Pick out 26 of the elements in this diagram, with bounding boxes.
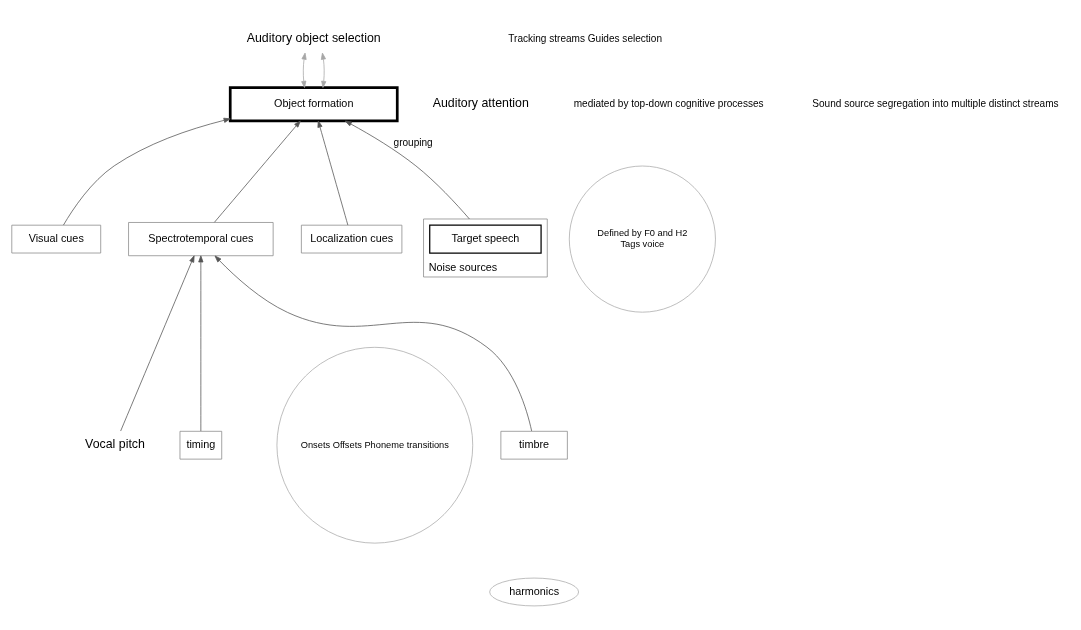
edge-label: grouping	[393, 136, 433, 148]
node-box: Target speech	[429, 224, 542, 254]
arrow	[120, 254, 195, 431]
node-ellipse: harmonics	[489, 577, 579, 606]
arrow	[214, 120, 301, 223]
label: Tracking streams Guides selection	[508, 32, 663, 44]
arrow	[320, 52, 327, 88]
node-circle: Onsets Offsets Phoneme transitions	[276, 346, 474, 543]
arrow	[214, 255, 533, 431]
label: mediated by top-down cognitive processes	[573, 97, 764, 109]
label: Sound source segregation into multiple distinct streams	[812, 97, 1059, 109]
arrow	[198, 254, 204, 431]
arrow	[317, 120, 349, 225]
node-text: Vocal pitch	[85, 436, 145, 451]
arrow	[301, 52, 307, 88]
arrow	[344, 120, 470, 219]
node-box: Object formation	[228, 85, 399, 122]
node-box: timing	[179, 430, 223, 460]
node-circle: Defined by F0 and H2 Tags voice	[568, 165, 716, 313]
node-box: Spectrotemporal cues	[128, 221, 274, 256]
node-box: Localization cues	[301, 224, 403, 253]
arrow	[63, 117, 231, 225]
node-box: timbre	[500, 430, 568, 460]
node-box: Visual cues	[11, 224, 102, 253]
node-text: Auditory object selection	[246, 30, 381, 45]
label: Auditory attention	[432, 95, 529, 110]
